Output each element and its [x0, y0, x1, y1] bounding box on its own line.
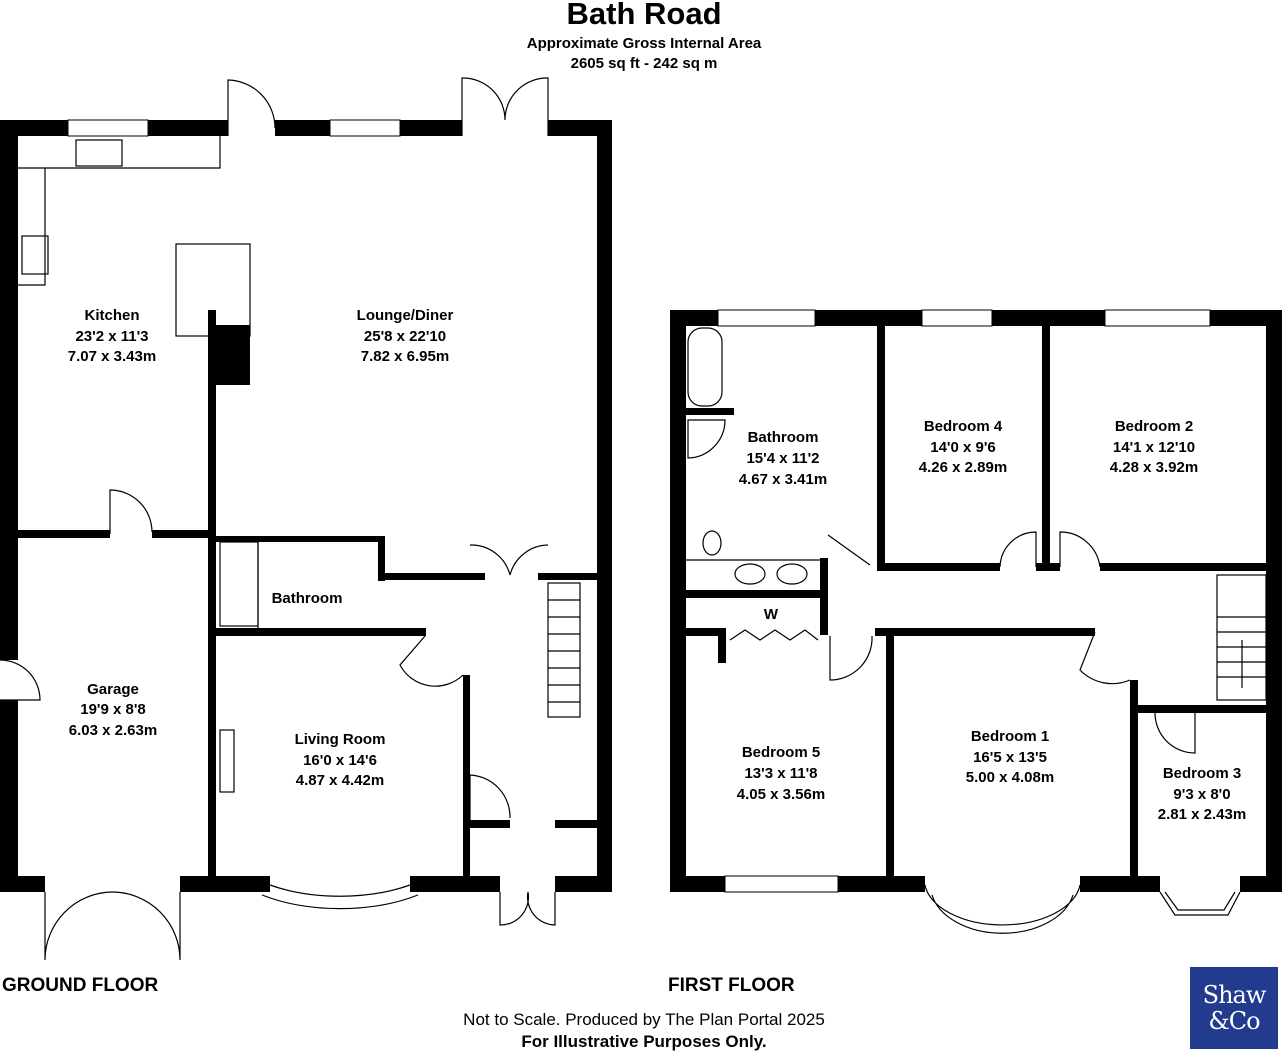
- svg-text:13'3 x 11'8: 13'3 x 11'8: [744, 765, 817, 782]
- room-ground-bathroom: Bathroom: [272, 590, 343, 607]
- svg-text:16'0 x 14'6: 16'0 x 14'6: [303, 752, 377, 769]
- svg-text:4.05 x 3.56m: 4.05 x 3.56m: [737, 786, 825, 803]
- svg-text:23'2 x 11'3: 23'2 x 11'3: [75, 328, 148, 345]
- disclaimer: For Illustrative Purposes Only.: [521, 1032, 767, 1051]
- svg-text:19'9 x 8'8: 19'9 x 8'8: [80, 701, 146, 718]
- room-bedroom-3: Bedroom 3 9'3 x 8'0 2.81 x 2.43m: [1158, 765, 1246, 823]
- first-floor-label: FIRST FLOOR: [668, 975, 795, 996]
- svg-text:Bedroom 3: Bedroom 3: [1163, 765, 1241, 782]
- svg-text:25'8 x 22'10: 25'8 x 22'10: [364, 328, 446, 345]
- svg-text:7.82 x 6.95m: 7.82 x 6.95m: [361, 348, 449, 365]
- svg-text:4.67 x 3.41m: 4.67 x 3.41m: [739, 471, 827, 488]
- svg-text:Bedroom 4: Bedroom 4: [924, 418, 1003, 435]
- svg-text:Bathroom: Bathroom: [272, 590, 343, 607]
- logo-line-2: &Co: [1208, 1007, 1260, 1035]
- shaw-co-logo: Shaw &Co: [1190, 967, 1278, 1049]
- room-bedroom-1: Bedroom 1 16'5 x 13'5 5.00 x 4.08m: [966, 728, 1054, 786]
- ground-floor-plan: [0, 77, 612, 961]
- scale-note: Not to Scale. Produced by The Plan Porta…: [463, 1010, 825, 1029]
- room-lounge-diner: Lounge/Diner 25'8 x 22'10 7.82 x 6.95m: [357, 307, 454, 365]
- svg-text:Lounge/Diner: Lounge/Diner: [357, 307, 454, 324]
- svg-text:4.28 x 3.92m: 4.28 x 3.92m: [1110, 459, 1198, 476]
- svg-text:Kitchen: Kitchen: [84, 307, 139, 324]
- room-first-bathroom: Bathroom 15'4 x 11'2 4.67 x 3.41m: [739, 429, 827, 488]
- svg-text:7.07 x 3.43m: 7.07 x 3.43m: [68, 348, 156, 365]
- svg-text:Bathroom: Bathroom: [748, 429, 819, 446]
- room-garage: Garage 19'9 x 8'8 6.03 x 2.63m: [69, 681, 157, 739]
- room-kitchen: Kitchen 23'2 x 11'3 7.07 x 3.43m: [68, 307, 156, 365]
- plan-subtitle: Approximate Gross Internal Area: [526, 35, 762, 52]
- room-bedroom-2: Bedroom 2 14'1 x 12'10 4.28 x 3.92m: [1110, 418, 1198, 476]
- svg-text:14'0 x 9'6: 14'0 x 9'6: [930, 439, 996, 456]
- svg-text:6.03 x 2.63m: 6.03 x 2.63m: [69, 722, 157, 739]
- svg-text:16'5 x 13'5: 16'5 x 13'5: [973, 749, 1047, 766]
- svg-text:Living Room: Living Room: [295, 731, 386, 748]
- svg-text:9'3 x 8'0: 9'3 x 8'0: [1173, 786, 1230, 803]
- svg-text:4.26 x 2.89m: 4.26 x 2.89m: [919, 459, 1007, 476]
- room-bedroom-4: Bedroom 4 14'0 x 9'6 4.26 x 2.89m: [919, 418, 1007, 476]
- svg-text:5.00 x 4.08m: 5.00 x 4.08m: [966, 769, 1054, 786]
- svg-text:14'1 x 12'10: 14'1 x 12'10: [1113, 439, 1195, 456]
- svg-text:Bedroom 2: Bedroom 2: [1115, 418, 1193, 435]
- room-living-room: Living Room 16'0 x 14'6 4.87 x 4.42m: [295, 731, 386, 789]
- plan-title: Bath Road: [566, 0, 722, 31]
- logo-line-1: Shaw: [1202, 981, 1267, 1009]
- ground-floor-label: GROUND FLOOR: [2, 975, 159, 996]
- wardrobe-label: W: [764, 606, 779, 623]
- svg-text:Bedroom 5: Bedroom 5: [742, 744, 820, 761]
- first-floor-plan: [670, 309, 1282, 934]
- svg-text:4.87 x 4.42m: 4.87 x 4.42m: [296, 772, 384, 789]
- svg-text:Bedroom 1: Bedroom 1: [971, 728, 1049, 745]
- room-bedroom-5: Bedroom 5 13'3 x 11'8 4.05 x 3.56m: [737, 744, 825, 803]
- svg-text:15'4 x 11'2: 15'4 x 11'2: [746, 450, 819, 467]
- svg-text:2.81 x 2.43m: 2.81 x 2.43m: [1158, 806, 1246, 823]
- gross-area: 2605 sq ft - 242 sq m: [570, 55, 718, 72]
- svg-text:Garage: Garage: [87, 681, 139, 698]
